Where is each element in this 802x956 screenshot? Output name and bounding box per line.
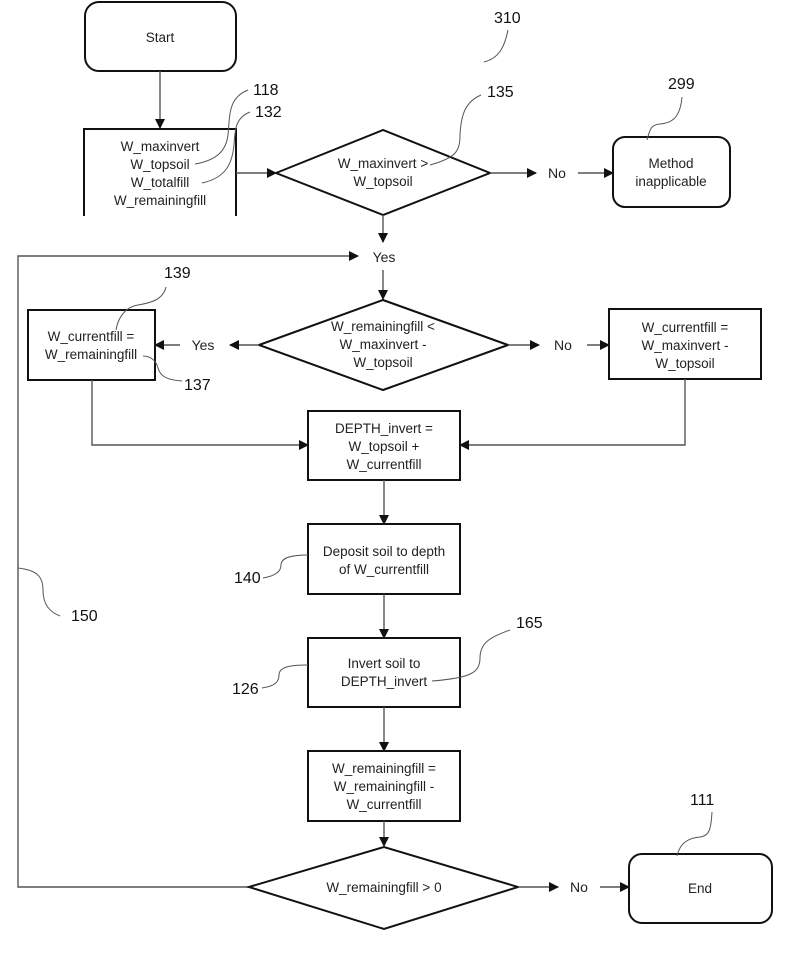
end-label: End	[688, 881, 712, 896]
fill-max-line-3: W_topsoil	[655, 356, 714, 371]
inputs-line-1: W_maxinvert	[121, 139, 200, 154]
invert-line-2: DEPTH_invert	[341, 674, 428, 689]
decision2-line-1: W_remainingfill <	[331, 319, 435, 334]
ref-140: 140	[234, 570, 261, 587]
inapplicable-line-2: inapplicable	[635, 174, 706, 189]
ref-137: 137	[184, 377, 211, 394]
figure-ref-label: 310	[494, 10, 521, 27]
ref-140-leader	[262, 554, 309, 579]
update-node[interactable]: W_remainingfill = W_remainingfill - W_cu…	[307, 750, 461, 822]
deposit-line-1: Deposit soil to depth	[323, 544, 445, 559]
inputs-line-2: W_topsoil	[130, 157, 189, 172]
start-node[interactable]: Start	[84, 1, 237, 72]
ref-165: 165	[516, 615, 543, 632]
edge-fill-remaining-to-depth	[91, 380, 309, 450]
start-label: Start	[146, 30, 175, 45]
decision3-no-label: No	[570, 879, 588, 895]
decision2-line-2: W_maxinvert -	[339, 337, 426, 352]
inputs-node[interactable]: W_maxinvert W_topsoil W_totalfill W_rema…	[83, 128, 237, 216]
decision2-yes-label: Yes	[192, 337, 215, 353]
deposit-node[interactable]: Deposit soil to depth of W_currentfill	[307, 523, 461, 595]
ref-111-leader	[676, 811, 713, 857]
ref-135-leader	[429, 94, 482, 166]
inapplicable-line-1: Method	[648, 156, 693, 171]
fill-max-node[interactable]: W_currentfill = W_maxinvert - W_topsoil	[608, 308, 762, 380]
invert-node[interactable]: Invert soil to DEPTH_invert	[307, 637, 461, 708]
ref-126-leader	[261, 664, 309, 689]
update-line-2: W_remainingfill -	[334, 779, 435, 794]
decision1-line-1: W_maxinvert >	[338, 156, 429, 171]
ref-135: 135	[487, 84, 514, 101]
ref-139: 139	[164, 265, 191, 282]
update-line-1: W_remainingfill =	[332, 761, 436, 776]
ref-118-leader	[194, 89, 249, 165]
ref-126: 126	[232, 681, 259, 698]
inapplicable-node[interactable]: Method inapplicable	[612, 136, 731, 208]
fill-remaining-node[interactable]: W_currentfill = W_remainingfill	[27, 309, 156, 381]
fill-remaining-line-2: W_remainingfill	[45, 347, 137, 362]
ref-132: 132	[255, 104, 282, 121]
decision2-line-3: W_topsoil	[353, 355, 412, 370]
fill-remaining-line-1: W_currentfill =	[48, 329, 135, 344]
ref-299-leader	[646, 96, 683, 141]
depth-node[interactable]: DEPTH_invert = W_topsoil + W_currentfill	[307, 410, 461, 481]
deposit-line-2: of W_currentfill	[339, 562, 429, 577]
decision1-line-2: W_topsoil	[353, 174, 412, 189]
decision2-no-label: No	[554, 337, 572, 353]
ref-299: 299	[668, 76, 695, 93]
decision2-node[interactable]: W_remainingfill < W_maxinvert - W_topsoi…	[256, 298, 511, 392]
decision1-node[interactable]: W_maxinvert > W_topsoil	[273, 128, 493, 217]
depth-line-3: W_currentfill	[346, 457, 421, 472]
edge-loop-back	[17, 251, 359, 888]
ref-137-leader	[142, 355, 183, 382]
decision3-label: W_remainingfill > 0	[326, 880, 441, 895]
ref-165-leader	[431, 629, 511, 682]
ref-111: 111	[690, 792, 714, 809]
end-node[interactable]: End	[628, 853, 773, 924]
ref-150: 150	[71, 608, 98, 625]
ref-118: 118	[253, 82, 279, 99]
ref-150-leader	[17, 567, 61, 617]
inputs-line-3: W_totalfill	[131, 175, 190, 190]
decision3-node[interactable]: W_remainingfill > 0	[245, 845, 522, 931]
depth-line-2: W_topsoil +	[349, 439, 420, 454]
ref-139-leader	[115, 286, 167, 331]
edge-fill-max-to-depth	[459, 379, 686, 450]
decision1-no-label: No	[548, 165, 566, 181]
figure-ref-leader	[483, 29, 509, 63]
depth-line-1: DEPTH_invert =	[335, 421, 433, 436]
ref-132-leader	[201, 111, 251, 184]
inputs-line-4: W_remainingfill	[114, 193, 206, 208]
invert-line-1: Invert soil to	[348, 656, 421, 671]
fill-max-line-2: W_maxinvert -	[641, 338, 728, 353]
fill-max-line-1: W_currentfill =	[642, 320, 729, 335]
decision1-yes-label: Yes	[373, 249, 396, 265]
update-line-3: W_currentfill	[346, 797, 421, 812]
